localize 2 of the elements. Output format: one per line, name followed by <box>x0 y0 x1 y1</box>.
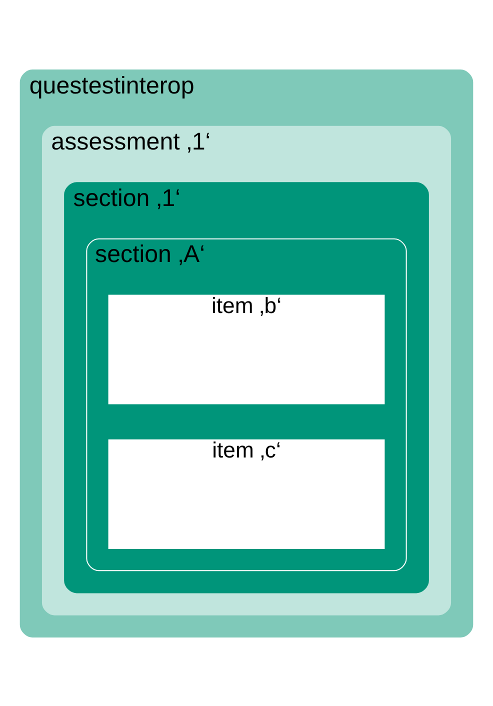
node-box: item ‚c‘ <box>108 438 385 548</box>
node-box: item ‚b‘ <box>108 294 385 404</box>
